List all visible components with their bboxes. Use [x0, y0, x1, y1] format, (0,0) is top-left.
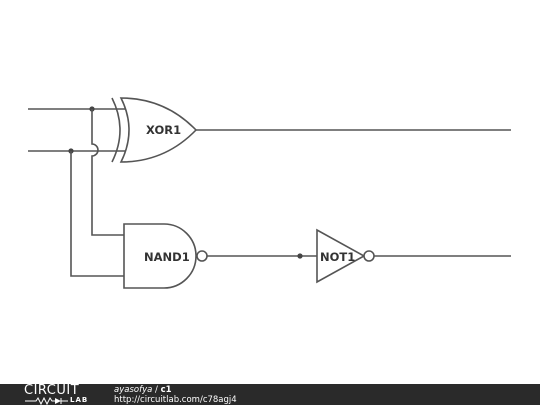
not1-gate[interactable]: NOT1 [316, 228, 375, 284]
nand-input-b-wire [70, 151, 124, 277]
circuit-credit: ayasofya / c1 http://circuitlab.com/c78a… [114, 385, 237, 405]
xor1-extra-curve [111, 97, 121, 163]
circuit-url-link[interactable]: http://circuitlab.com/c78agj4 [114, 395, 237, 405]
not1-bubble [363, 250, 375, 262]
not1-label: NOT1 [320, 250, 355, 264]
circuitlab-logo[interactable]: CIRCUIT LAB [24, 384, 96, 405]
nand1-gate[interactable]: NAND1 [123, 223, 208, 289]
junction-nand-out [297, 253, 303, 259]
circuit-name[interactable]: c1 [160, 385, 172, 395]
author-name[interactable]: ayasofya [114, 385, 153, 395]
xor1-body [119, 97, 198, 163]
nand1-label: NAND1 [144, 250, 190, 264]
nand1-bubble [196, 250, 208, 262]
footer-bar: CIRCUIT LAB ayasofya / c1 http://circuit… [0, 384, 540, 405]
xor1-gate[interactable]: XOR1 [111, 97, 198, 163]
circuit-schematic: XOR1 NAND1 NOT1 [28, 97, 511, 289]
logo-text-lab: LAB [70, 396, 89, 404]
nand1-body [123, 223, 197, 289]
logo-text-circuit: CIRCUIT [24, 383, 80, 398]
xor1-label: XOR1 [146, 123, 181, 137]
not1-body [316, 228, 366, 284]
credit-separator: / [152, 385, 161, 395]
resistor-icon [25, 397, 68, 405]
